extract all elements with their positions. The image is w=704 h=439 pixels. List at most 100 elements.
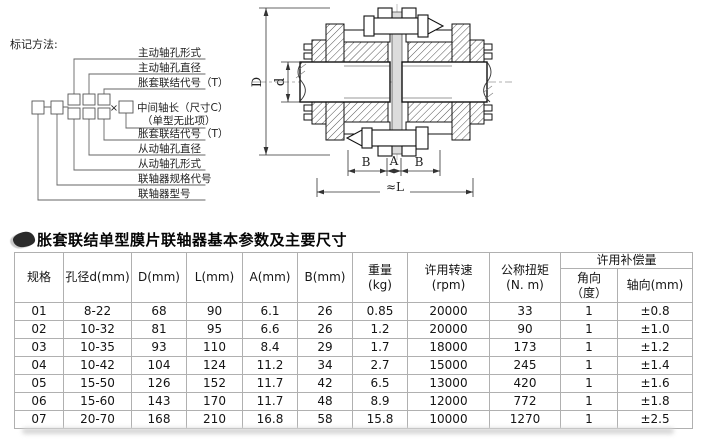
table-cell: 126 xyxy=(131,374,187,393)
dimension-d xyxy=(281,61,300,103)
dimension-D xyxy=(259,7,330,156)
column-header: L(mm) xyxy=(186,252,243,303)
marking-label: 联轴器型号 xyxy=(138,187,191,200)
table-cell: 2.7 xyxy=(352,356,408,375)
coupling-section-drawing: D d xyxy=(250,4,512,197)
table-cell: 124 xyxy=(186,356,243,375)
table-cell: 04 xyxy=(14,356,64,375)
table-cell: 26 xyxy=(297,302,353,321)
table-cell: 05 xyxy=(14,374,64,393)
marking-label: 主动轴孔形式 xyxy=(138,46,201,59)
dim-label-L: ≈L xyxy=(386,180,404,194)
column-header: 公称扭矩 (N. m) xyxy=(489,252,561,303)
table-cell: 20000 xyxy=(407,320,490,339)
table-cell: 29 xyxy=(297,338,353,357)
table-cell: 68 xyxy=(131,302,187,321)
dim-label-A: A xyxy=(389,154,399,168)
table-cell: 1 xyxy=(560,410,618,429)
technical-drawing: 标记方法: xyxy=(10,4,512,201)
table-cell: ±0.8 xyxy=(616,302,694,321)
dimension-BAB xyxy=(347,150,441,176)
column-header: 孔径d(mm) xyxy=(63,252,132,303)
table-cell: ±1.2 xyxy=(616,338,694,357)
column-header: 许用转速 (rpm) xyxy=(407,252,490,303)
table-cell: 95 xyxy=(186,320,243,339)
dim-label-B-right: B xyxy=(415,155,424,169)
table-cell: 11.7 xyxy=(242,374,298,393)
marking-code-boxes xyxy=(31,93,134,120)
marking-label: 胀套联结代号（T） xyxy=(138,127,228,140)
table-cell: 8-22 xyxy=(63,302,132,321)
table-cell: 420 xyxy=(489,374,561,393)
sub-column-header: 角向 （度） xyxy=(560,268,618,303)
table-cell: 0.85 xyxy=(352,302,408,321)
table-cell: 33 xyxy=(489,302,561,321)
marking-label: 从动轴孔形式 xyxy=(138,157,201,170)
table-cell: ±2.5 xyxy=(616,410,694,429)
table-cell: 15000 xyxy=(407,356,490,375)
table-cell: 02 xyxy=(14,320,64,339)
table-cell: ±1.4 xyxy=(616,356,694,375)
table-cell: 11.2 xyxy=(242,356,298,375)
table-cell: 10000 xyxy=(407,410,490,429)
column-header: D(mm) xyxy=(131,252,187,303)
table-cell: 1 xyxy=(560,374,618,393)
table-cell: 48 xyxy=(297,392,353,411)
marking-heading: 标记方法: xyxy=(10,37,58,51)
table-cell: 34 xyxy=(297,356,353,375)
scan-shadow xyxy=(22,428,674,434)
table-cell: 8.9 xyxy=(352,392,408,411)
table-cell: 173 xyxy=(489,338,561,357)
multiply-sign: × xyxy=(110,103,118,114)
table-cell: 12000 xyxy=(407,392,490,411)
dim-label-D: D xyxy=(250,77,265,87)
table-cell: 42 xyxy=(297,374,353,393)
ink-blot xyxy=(12,230,36,248)
group-column-header: 许用补偿量 xyxy=(559,252,694,269)
table-cell: 20000 xyxy=(407,302,490,321)
table-cell: 1 xyxy=(560,320,618,339)
table-cell: 1 xyxy=(560,338,618,357)
table-cell: 13000 xyxy=(407,374,490,393)
table-cell: 210 xyxy=(186,410,243,429)
marking-label: （单型无此项） xyxy=(142,114,216,127)
table-cell: ±1.8 xyxy=(616,392,694,411)
table-cell: 10-32 xyxy=(63,320,132,339)
table-cell: 110 xyxy=(186,338,243,357)
dim-label-B-left: B xyxy=(362,155,371,169)
table-cell: 90 xyxy=(186,302,243,321)
table-cell: 90 xyxy=(489,320,561,339)
table-cell: 772 xyxy=(489,392,561,411)
sub-column-header: 轴向(mm) xyxy=(616,268,694,303)
table-cell: 07 xyxy=(14,410,64,429)
table-cell: 93 xyxy=(131,338,187,357)
table-cell: 1 xyxy=(560,392,618,411)
marking-label: 从动轴孔直径 xyxy=(138,142,201,155)
table-cell: 20-70 xyxy=(63,410,132,429)
table-cell: 16.8 xyxy=(242,410,298,429)
table-cell: 245 xyxy=(489,356,561,375)
table-cell: 104 xyxy=(131,356,187,375)
table-cell: 15-50 xyxy=(63,374,132,393)
table-cell: 11.7 xyxy=(242,392,298,411)
table-cell: ±1.0 xyxy=(616,320,694,339)
table-cell: 10-35 xyxy=(63,338,132,357)
table-title-row: 胀套联结单型膜片联轴器基本参数及主要尺寸 xyxy=(12,229,347,249)
table-cell: 15-60 xyxy=(63,392,132,411)
coupling-hubs xyxy=(303,23,493,141)
column-header: 重量 (kg) xyxy=(352,252,408,303)
table-cell: 6.5 xyxy=(352,374,408,393)
table-cell: 03 xyxy=(14,338,64,357)
marking-label: 中间轴长（尺寸C） xyxy=(137,101,228,114)
table-cell: 1.2 xyxy=(352,320,408,339)
column-header: 规格 xyxy=(14,252,64,303)
marking-label: 胀套联结代号（T） xyxy=(138,76,228,89)
